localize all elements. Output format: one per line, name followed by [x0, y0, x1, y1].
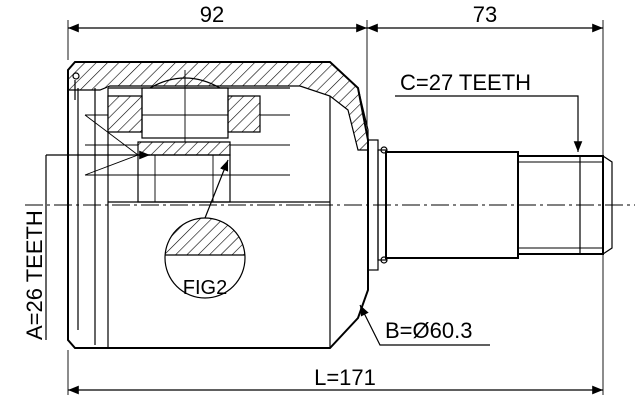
outer-teeth-callout: C=27 TEETH: [395, 70, 583, 152]
shaft: [385, 151, 613, 259]
dimension-top: 92 73: [67, 2, 604, 160]
dimension-left-label: 92: [200, 2, 224, 27]
inner-teeth-callout: A=26 TEETH: [22, 150, 150, 340]
fig2-detail: FIG2: [164, 159, 246, 299]
dimension-bottom: L=171: [67, 250, 604, 395]
dimension-right-label: 73: [473, 2, 497, 27]
dimension-total-label: L=171: [314, 365, 376, 390]
tripod-assembly: [84, 70, 261, 203]
diameter-label: B=Ø60.3: [385, 318, 472, 343]
diameter-callout: B=Ø60.3: [359, 304, 490, 346]
inner-teeth-label: A=26 TEETH: [22, 210, 47, 340]
outer-teeth-label: C=27 TEETH: [400, 70, 531, 95]
fig2-label: FIG2: [183, 277, 227, 299]
